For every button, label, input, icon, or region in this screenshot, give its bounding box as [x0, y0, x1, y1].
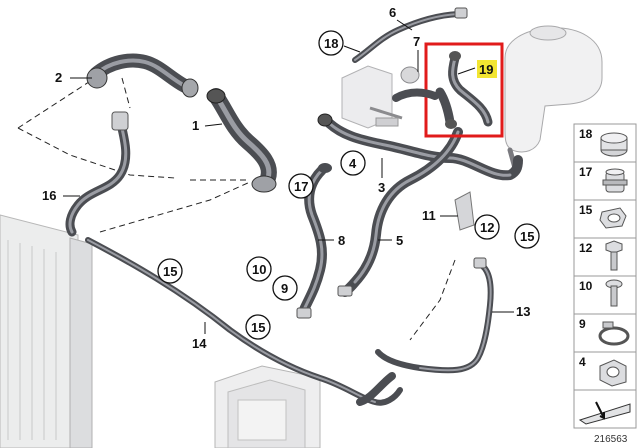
sidebar-item-wedge [573, 389, 637, 429]
torx-screw-icon [605, 279, 623, 307]
parts-sidebar: 18 17 15 [573, 123, 637, 429]
sidebar-item-12: 12 [573, 237, 637, 277]
svg-text:18: 18 [579, 127, 593, 141]
svg-text:9: 9 [579, 317, 586, 331]
label-2: 2 [55, 70, 62, 85]
sidebar-item-18: 18 [573, 123, 637, 163]
label-13: 13 [516, 304, 530, 319]
hex-bolt-icon [605, 240, 623, 271]
label-11: 11 [422, 208, 436, 223]
radiator [0, 214, 93, 448]
wedge-shim-icon [578, 401, 631, 425]
circle-label-17: 17 [288, 173, 314, 199]
pipe-14 [85, 237, 403, 406]
svg-text:4: 4 [579, 355, 586, 369]
circle-label-15-left: 15 [157, 258, 183, 284]
sidebar-item-9: 9 [573, 313, 637, 353]
svg-text:10: 10 [252, 262, 266, 277]
label-7: 7 [413, 34, 420, 49]
engine-component-housing [214, 365, 321, 448]
circle-label-9: 9 [272, 275, 298, 301]
circle-label-4: 4 [340, 150, 366, 176]
circle-label-15-right: 15 [514, 223, 540, 249]
label-5: 5 [396, 233, 403, 248]
hose-5 [337, 127, 463, 297]
hose-16 [65, 111, 131, 237]
circle-label-18: 18 [318, 30, 344, 56]
label-19-highlight: 19 [477, 60, 497, 78]
svg-text:15: 15 [579, 203, 593, 217]
sidebar-item-17: 17 [573, 161, 637, 201]
circle-label-12: 12 [474, 214, 500, 240]
svg-text:17: 17 [579, 165, 593, 179]
svg-text:12: 12 [579, 241, 593, 255]
hose-2 [86, 53, 199, 98]
dashed-reference-lines [17, 77, 456, 341]
spring-clip-icon [599, 207, 627, 229]
pipe-13 [356, 257, 494, 406]
hose-7 [392, 88, 439, 102]
svg-text:18: 18 [324, 36, 338, 51]
circle-label-10: 10 [246, 256, 272, 282]
label-16: 16 [42, 188, 56, 203]
hose-19 [435, 51, 493, 129]
circled-labels: 18 4 17 12 15 15 10 9 [157, 30, 540, 340]
label-14: 14 [192, 336, 207, 351]
auxiliary-water-pump [341, 65, 420, 129]
hose-clamp-band-icon [600, 132, 628, 157]
svg-text:4: 4 [349, 156, 357, 171]
label-19: 19 [479, 62, 493, 77]
clip-holder-icon [599, 359, 627, 387]
part-labels: 2 1 16 6 7 3 8 5 11 13 14 [42, 5, 530, 351]
svg-text:15: 15 [251, 320, 265, 335]
svg-text:15: 15 [163, 264, 177, 279]
svg-text:15: 15 [520, 229, 534, 244]
hose-6 [352, 7, 468, 63]
svg-text:10: 10 [579, 279, 593, 293]
quick-connector-icon [602, 168, 628, 193]
label-1: 1 [192, 118, 199, 133]
hose-clamp-icon [598, 321, 630, 346]
svg-text:12: 12 [480, 220, 494, 235]
hose-3 [317, 113, 523, 181]
sidebar-item-10: 10 [573, 275, 637, 315]
svg-text:17: 17 [294, 179, 308, 194]
label-3: 3 [378, 180, 385, 195]
label-6: 6 [389, 5, 396, 20]
diagram-reference-number: 216563 [594, 434, 628, 445]
label-8: 8 [338, 233, 345, 248]
sidebar-item-4: 4 [573, 351, 637, 391]
bracket-11 [454, 191, 475, 231]
hose-1 [206, 88, 277, 193]
svg-text:9: 9 [281, 281, 288, 296]
sidebar-item-15: 15 [573, 199, 637, 239]
leader-lines [63, 19, 514, 334]
circle-label-15-bottom: 15 [245, 314, 271, 340]
